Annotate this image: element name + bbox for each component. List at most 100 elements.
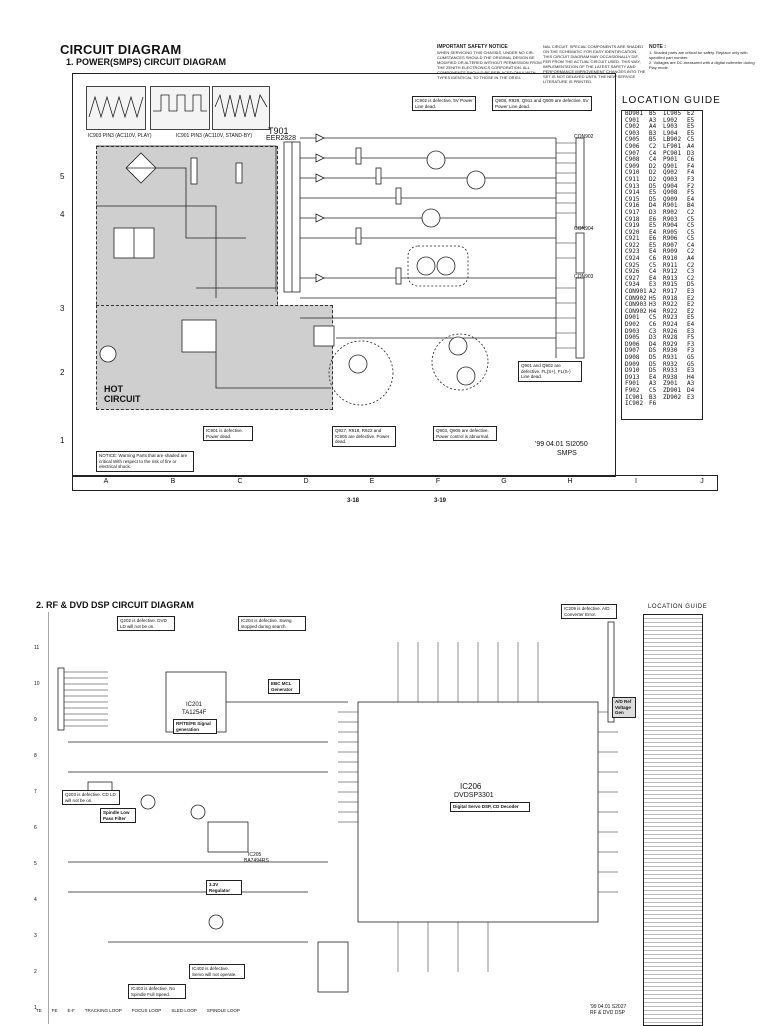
grid-ref: C2 <box>687 261 695 269</box>
part-ref: C920 <box>625 228 640 236</box>
part-ref: C934 <box>625 281 640 289</box>
part-ref: R938 <box>663 373 678 381</box>
part-ref: CON902 <box>625 307 647 315</box>
grid-ref: C2 <box>687 274 695 282</box>
transformer-label: T901 <box>268 126 289 136</box>
ic201-part: TA1254F <box>182 710 207 716</box>
location-guide-1-title: LOCATION GUIDE <box>622 95 721 106</box>
page-number-left: 3-18 <box>347 498 360 504</box>
part-ref <box>663 401 687 408</box>
transformer-part: EER2828 <box>266 135 296 142</box>
part-ref: D909 <box>625 360 640 368</box>
callout-ic209: IC209 is defective. A/D Converter Error. <box>561 604 617 619</box>
callout-ic402: IC402 is defective. Servo will not opera… <box>189 964 245 979</box>
grid-ref: F2 <box>687 182 695 190</box>
part-ref: R902 <box>663 208 678 216</box>
grid-ref: D3 <box>649 334 657 342</box>
grid-ref: C2 <box>687 208 695 216</box>
callout-ic902: IC902 is defective. 5V Power Line dead. <box>412 96 476 111</box>
callout-q202: Q202 is defective. DVD LD will not be on… <box>117 616 175 631</box>
part-ref: F901 <box>625 380 640 388</box>
section-title-smps: 1. POWER(SMPS) CIRCUIT DIAGRAM <box>66 57 227 67</box>
part-ref: Q903 <box>663 175 678 183</box>
part-ref: R904 <box>663 222 678 230</box>
safety-notice-2: NAL CIRCUIT. SPECIAL COMPONENTS ARE SHAD… <box>543 44 647 84</box>
row-label-1: 1 <box>60 436 65 445</box>
legend-spindle: SPINDLE LOOP <box>206 1008 240 1013</box>
grid-ref: B3 <box>649 129 657 137</box>
grid-ref: C5 <box>649 386 657 394</box>
part-ref: C906 <box>625 142 640 150</box>
ic206-function: Digital Servo DSP, CD Decoder <box>450 802 530 812</box>
part-ref: L904 <box>663 129 678 137</box>
grid-ref: C5 <box>687 215 695 223</box>
grid-ref: A4 <box>687 142 695 150</box>
rfdsp-row-label: 6 <box>34 825 37 831</box>
part-ref: IC902 <box>625 400 644 408</box>
grid-ref: E4 <box>649 373 657 381</box>
row-label-3: 3 <box>60 304 65 313</box>
grid-ref: B5 <box>649 136 657 144</box>
callout-q908: Q908, R929, Q911 and Q909 are defective.… <box>492 96 592 111</box>
part-ref: C918 <box>625 215 640 223</box>
grid-ref: D5 <box>649 353 657 361</box>
part-ref: R923 <box>663 314 678 322</box>
col-label-i: I <box>635 478 637 485</box>
part-ref: IC905 <box>663 110 682 117</box>
grid-ref: H4 <box>649 307 657 315</box>
rfdsp-stamp: '99 04.01 S2027 RF & DVD DSP <box>590 1004 626 1016</box>
grid-ref: C6 <box>649 321 657 328</box>
part-ref: LF901 <box>663 142 682 150</box>
part-ref: R924 <box>663 321 678 328</box>
grid-ref: C4 <box>649 156 657 164</box>
part-ref: F902 <box>625 386 640 394</box>
part-ref: C910 <box>625 169 640 177</box>
col-label-a: A <box>103 478 109 485</box>
grid-ref: E4 <box>649 248 657 256</box>
grid-ref: C5 <box>687 136 695 144</box>
part-ref: L903 <box>663 123 678 131</box>
part-ref: D910 <box>625 367 640 375</box>
safety-notice-text-1: WHEN SERVICING THIS CHASSIS, UNDER NO CI… <box>437 50 542 80</box>
part-ref: C923 <box>625 248 640 256</box>
callout-q901: Q901 and Q902 are defective. FL(S+), FL(… <box>518 361 582 382</box>
grid-ref: E6 <box>649 215 657 223</box>
page-number-right: 3-19 <box>434 498 447 504</box>
grid-ref: E2 <box>687 301 695 309</box>
rfdsp-row-label: 1 <box>34 1005 37 1011</box>
grid-ref: D5 <box>649 182 657 190</box>
part-ref: L902 <box>663 116 678 124</box>
part-ref: R917 <box>663 288 678 296</box>
safety-notice: IMPORTANT SAFETY NOTICE WHEN SERVICING T… <box>437 44 542 81</box>
col-label-g: G <box>501 478 507 485</box>
smps-schematic-drawing <box>96 133 585 406</box>
rfdsp-row-label: 9 <box>34 717 37 723</box>
grid-ref: C5 <box>687 222 695 230</box>
callout-ic204: IC204 is defective. Swing stopped during… <box>238 616 306 631</box>
part-ref: D908 <box>625 353 640 361</box>
grid-ref: E5 <box>649 189 657 197</box>
grid-ref: E5 <box>649 222 657 230</box>
col-label-e: E <box>369 478 375 485</box>
rfdsp-row-label: 7 <box>34 789 37 795</box>
grid-ref: C2 <box>687 248 695 256</box>
grid-ref: E4 <box>687 321 695 328</box>
part-ref: CON901 <box>625 288 647 296</box>
rfdsp-row-label: 8 <box>34 753 37 759</box>
part-ref: C924 <box>625 255 640 263</box>
smps-stamp-date: '99 04.01 SI2050 <box>535 441 588 448</box>
grid-ref: E5 <box>687 314 695 322</box>
notes: NOTE : 1. Shaded parts are critical for … <box>649 44 761 71</box>
connector-con903: CON903 <box>574 274 594 280</box>
part-ref: Q901 <box>663 162 678 170</box>
